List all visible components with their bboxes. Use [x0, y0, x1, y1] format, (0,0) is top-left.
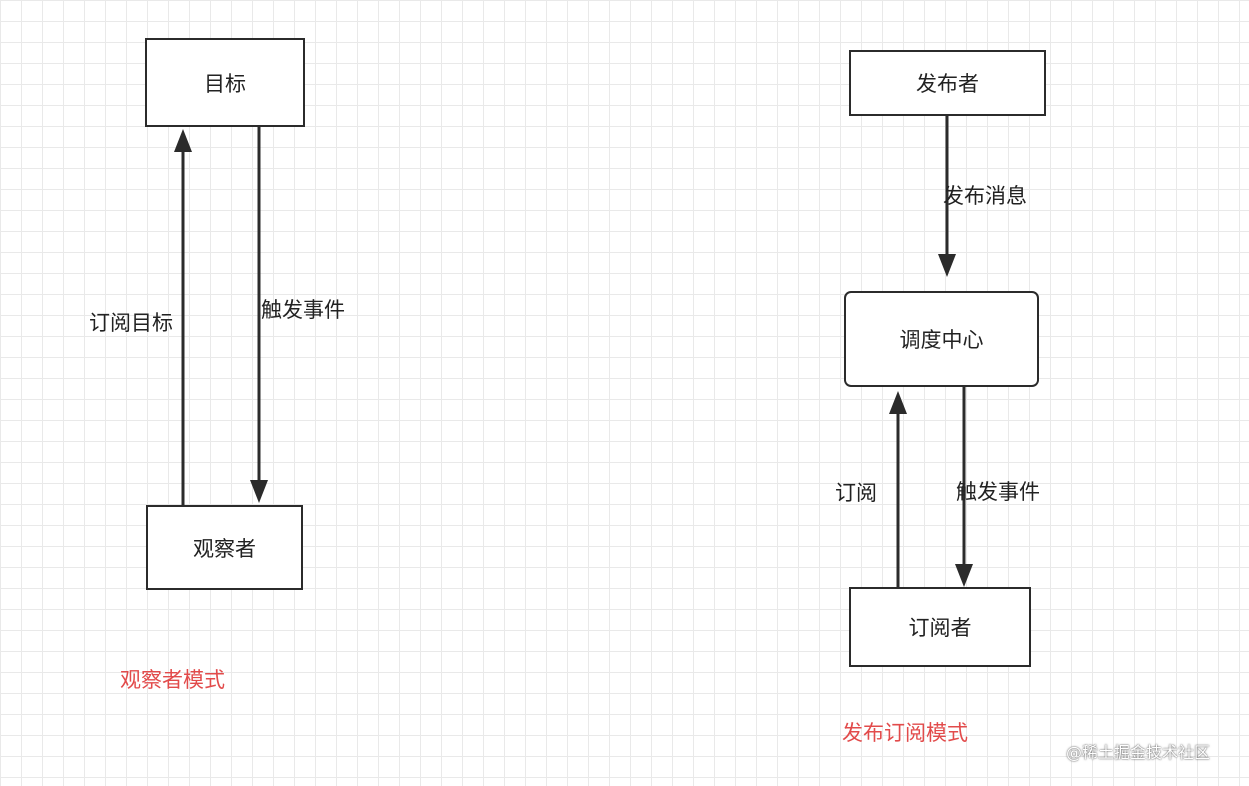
node-dispatch-center: 调度中心 — [844, 291, 1039, 387]
edge-observer-subscribe — [174, 129, 192, 505]
node-publisher-label: 发布者 — [916, 72, 979, 96]
node-observer: 观察者 — [146, 505, 303, 590]
watermark-text: @稀土掘金技术社区 — [1066, 743, 1211, 762]
node-observer-label: 观察者 — [193, 536, 256, 561]
caption-pubsub-pattern: 发布订阅模式 — [842, 721, 968, 745]
edge-observer-trigger — [250, 127, 268, 503]
label-subscribe-target: 订阅目标 — [89, 311, 173, 335]
edge-pubsub-trigger — [955, 387, 973, 587]
label-subscribe: 订阅 — [835, 481, 877, 505]
node-target-label: 目标 — [204, 71, 246, 96]
edge-pubsub-subscribe — [889, 391, 907, 587]
node-target: 目标 — [145, 38, 305, 127]
caption-observer-pattern: 观察者模式 — [120, 668, 225, 692]
label-publish-message: 发布消息 — [943, 184, 1027, 208]
node-dispatch-center-label: 调度中心 — [899, 328, 984, 352]
node-publisher: 发布者 — [849, 50, 1046, 116]
edge-pubsub-publish — [938, 116, 956, 277]
label-observer-trigger: 触发事件 — [261, 298, 345, 322]
node-subscriber-label: 订阅者 — [908, 616, 972, 640]
label-pubsub-trigger: 触发事件 — [956, 480, 1040, 504]
node-subscriber: 订阅者 — [849, 587, 1031, 667]
